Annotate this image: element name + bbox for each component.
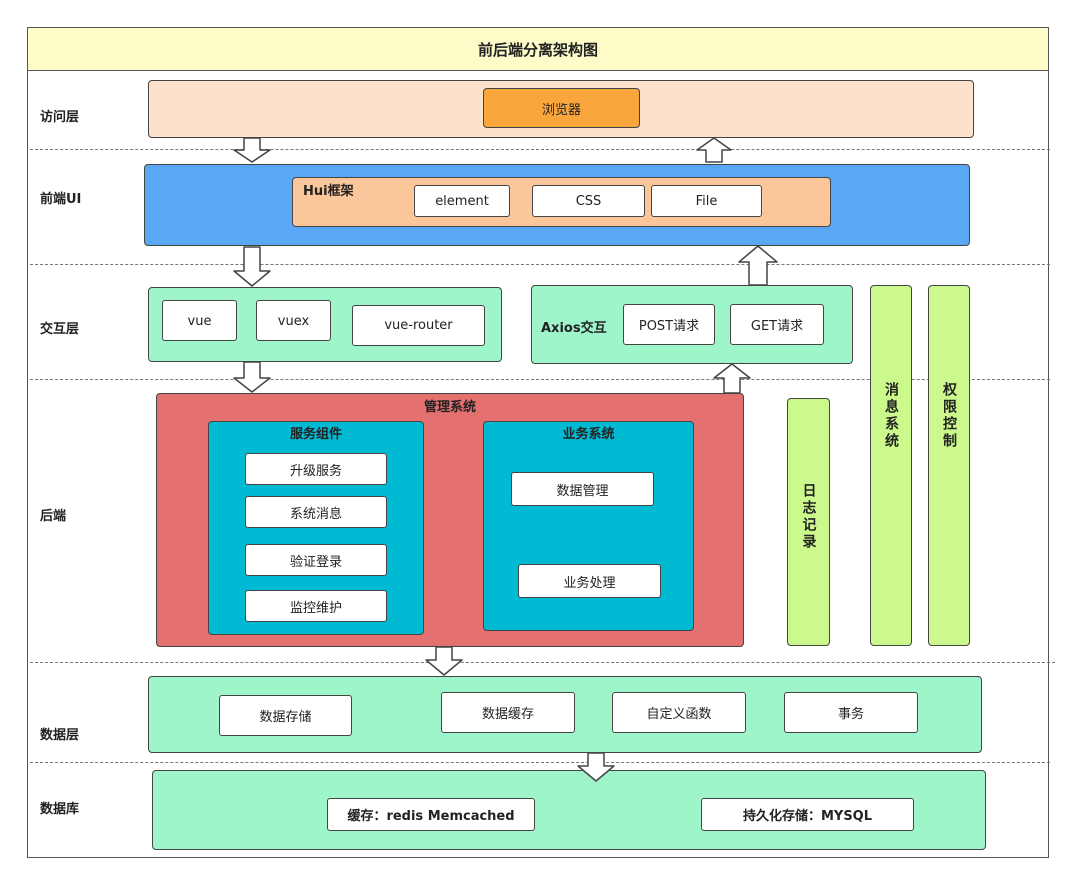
management-system-label: 管理系统 (423, 400, 476, 415)
arrow-down-data-to-database (577, 752, 615, 782)
permission-control-box: 权限控制 (928, 285, 970, 646)
layer-label-data: 数据层 (40, 728, 80, 743)
vue-router-item: vue-router (352, 305, 485, 346)
post-request-item: POST请求 (623, 304, 715, 345)
layer-label-database: 数据库 (40, 802, 80, 817)
layer-label-access: 访问层 (40, 110, 80, 125)
get-request-item: GET请求 (730, 304, 824, 345)
browser-box: 浏览器 (483, 88, 640, 128)
layer-label-interaction: 交互层 (40, 322, 80, 337)
divider-3 (30, 379, 1050, 380)
service-component-label: 服务组件 (289, 427, 342, 442)
service-item-upgrade: 升级服务 (245, 453, 387, 485)
data-item-cache: 数据缓存 (441, 692, 575, 733)
data-item-storage: 数据存储 (219, 695, 352, 736)
log-record-box: 日志记录 (787, 398, 830, 646)
layer-label-frontend-ui: 前端UI (40, 192, 82, 207)
service-item-system-message: 系统消息 (245, 496, 387, 528)
db-cache-item: 缓存：redis Memcached (327, 798, 535, 831)
vue-item: vue (162, 300, 237, 341)
permission-control-label: 权限控制 (941, 381, 957, 450)
arrow-up-interaction-to-ui (738, 245, 778, 286)
vuex-item: vuex (256, 300, 331, 341)
db-persist-item: 持久化存储：MYSQL (701, 798, 914, 831)
divider-2 (30, 264, 1050, 265)
frontend-item-element: element (414, 185, 510, 217)
business-item-data-management: 数据管理 (511, 472, 654, 506)
layer-label-backend: 后端 (40, 509, 67, 524)
data-item-custom-function: 自定义函数 (612, 692, 746, 733)
log-record-label: 日志记录 (800, 483, 817, 551)
service-item-monitoring: 监控维护 (245, 590, 387, 622)
arrow-down-access-to-ui (233, 137, 271, 163)
frontend-item-file: File (651, 185, 762, 217)
arrow-up-backend-to-axios (713, 363, 751, 394)
business-system-label: 业务系统 (562, 427, 615, 442)
axios-label: Axios交互 (541, 321, 607, 336)
frontend-item-css: CSS (532, 185, 645, 217)
business-item-processing: 业务处理 (518, 564, 661, 598)
diagram-title: 前后端分离架构图 (27, 27, 1049, 71)
message-system-box: 消息系统 (870, 285, 912, 646)
framework-label: Hui框架 (303, 184, 354, 199)
arrow-down-backend-to-data (425, 646, 463, 676)
arrow-up-ui-to-access (696, 137, 732, 163)
arrow-down-interaction-to-backend (233, 361, 271, 393)
arrow-down-ui-to-interaction (233, 246, 271, 287)
divider-4 (30, 662, 1055, 663)
divider-5 (30, 762, 1050, 763)
service-item-login-verify: 验证登录 (245, 544, 387, 576)
data-item-transaction: 事务 (784, 692, 918, 733)
message-system-label: 消息系统 (883, 381, 899, 450)
divider-1 (30, 149, 1050, 150)
